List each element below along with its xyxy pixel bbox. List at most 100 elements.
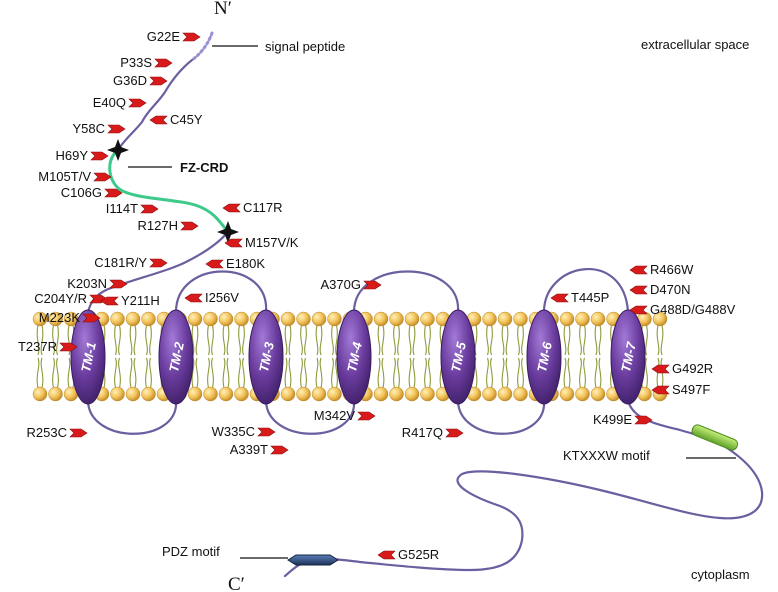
lipid-tail-lower bbox=[579, 357, 586, 389]
mutation-label: G488D/G488V bbox=[650, 302, 736, 317]
mutation-label: W335C bbox=[211, 424, 255, 439]
mutation-label: P33S bbox=[120, 55, 152, 70]
mutation-arrow bbox=[634, 415, 653, 425]
lipid-tail-upper bbox=[563, 324, 571, 356]
tm-helix bbox=[158, 309, 194, 405]
ktxxxw-motif-box bbox=[691, 424, 739, 451]
loop-tm2-tm3-extracellular bbox=[174, 270, 268, 314]
mutation-label: D470N bbox=[650, 282, 691, 297]
tm-helix bbox=[440, 309, 476, 405]
lipid-tail-lower bbox=[52, 357, 59, 389]
lipid-tail-upper bbox=[222, 324, 230, 356]
lipid-head-lower bbox=[327, 386, 342, 402]
lipid-tail-upper bbox=[300, 324, 307, 356]
lipid-tail-upper bbox=[145, 324, 152, 356]
lipid-head-upper bbox=[280, 311, 296, 327]
lipid-head-upper bbox=[187, 311, 203, 327]
mutation-label: E40Q bbox=[92, 95, 126, 110]
lipid-tail-upper bbox=[579, 324, 586, 356]
mutation-label: I114T bbox=[105, 201, 138, 216]
lipid-head-lower bbox=[125, 386, 141, 402]
mutation-arrow bbox=[149, 76, 168, 86]
mutation-label: C181R/Y bbox=[94, 255, 147, 270]
lipid-head-lower bbox=[141, 386, 156, 402]
mutation-arrow bbox=[629, 285, 648, 295]
mutation-arrow bbox=[154, 58, 173, 68]
lipid-head-upper bbox=[125, 311, 141, 327]
fz-crd-label: FZ-CRD bbox=[180, 160, 229, 175]
mutation-label: T445P bbox=[571, 290, 610, 305]
lipid-head-lower bbox=[497, 386, 513, 402]
crd-stars bbox=[107, 139, 239, 243]
tm-helix bbox=[526, 309, 562, 405]
lipid-head-lower bbox=[48, 386, 63, 402]
loop-tm4-tm5-extracellular bbox=[352, 270, 460, 314]
mutation-arrow bbox=[104, 188, 123, 198]
mutation-arrow bbox=[128, 98, 147, 108]
lipid-head-upper bbox=[482, 311, 497, 327]
lipid-head-lower bbox=[296, 386, 311, 402]
mutation-label: M157V/K bbox=[245, 235, 299, 250]
lipid-head-lower bbox=[389, 386, 404, 402]
lipid-tail-lower bbox=[222, 357, 230, 389]
c-terminus-label: C′ bbox=[228, 574, 245, 592]
lipid-head-lower bbox=[203, 386, 218, 402]
mutation-label: M105T/V bbox=[38, 169, 91, 184]
mutation-arrow bbox=[90, 151, 109, 161]
lipid-head-upper bbox=[559, 311, 575, 327]
mutation-arrows bbox=[59, 32, 670, 560]
mutation-label: H69Y bbox=[55, 148, 88, 163]
mutation-label: G525R bbox=[398, 547, 440, 562]
mutation-label: A339T bbox=[229, 442, 268, 457]
lipid-tail-upper bbox=[377, 324, 385, 356]
mutation-label: C106G bbox=[60, 185, 102, 200]
mutation-arrow bbox=[149, 258, 168, 268]
lipid-head-upper bbox=[590, 311, 606, 327]
mutation-arrow bbox=[100, 296, 119, 306]
mutation-arrow bbox=[59, 342, 78, 352]
lipid-head-upper bbox=[575, 311, 590, 327]
lipid-tail-lower bbox=[501, 357, 509, 389]
mutation-arrow bbox=[363, 280, 382, 290]
lipid-tail-lower bbox=[114, 357, 121, 389]
lipid-tail-upper bbox=[424, 324, 431, 356]
mutation-arrow bbox=[180, 221, 199, 231]
mutation-label: R127H bbox=[137, 218, 178, 233]
mutation-label: R466W bbox=[650, 262, 694, 277]
lipid-tail-upper bbox=[656, 324, 664, 356]
lipid-head-upper bbox=[48, 311, 63, 327]
lipid-head-lower bbox=[590, 386, 606, 402]
lipid-head-lower bbox=[32, 386, 48, 402]
lipid-tail-lower bbox=[517, 357, 524, 389]
mutation-label: G22E bbox=[146, 29, 180, 44]
n-terminus-label: N′ bbox=[214, 0, 232, 19]
mutation-arrow bbox=[82, 313, 101, 323]
tm-label: TM-2 bbox=[166, 340, 187, 374]
lipid-tail-upper bbox=[393, 324, 400, 356]
lipid-tail-lower bbox=[284, 357, 292, 389]
tm-helix bbox=[248, 309, 284, 405]
mutation-arrow bbox=[445, 428, 464, 438]
mutation-arrow bbox=[651, 364, 670, 374]
mutation-label: T237R bbox=[17, 339, 57, 354]
tm-helix bbox=[70, 309, 106, 405]
tm-label: TM-4 bbox=[344, 340, 365, 374]
lipid-head-lower bbox=[110, 386, 125, 402]
tm-helix bbox=[336, 309, 372, 405]
lipid-tail-upper bbox=[238, 324, 245, 356]
extracellular-space-label: extracellular space bbox=[641, 37, 750, 52]
loop-tm1-tm2-intracellular bbox=[86, 398, 178, 435]
lipid-tail-lower bbox=[129, 357, 137, 389]
mutation-arrow bbox=[377, 550, 396, 560]
tm-label: TM-3 bbox=[256, 340, 277, 374]
lipid-head-upper bbox=[327, 311, 342, 327]
lipid-tail-upper bbox=[408, 324, 416, 356]
lipid-tail-lower bbox=[331, 357, 338, 389]
cytoplasm-label: cytoplasm bbox=[691, 567, 750, 582]
star-marker bbox=[107, 139, 129, 161]
lipid-head-lower bbox=[187, 386, 203, 402]
tm-label: TM-6 bbox=[534, 340, 555, 374]
mutation-arrow bbox=[270, 445, 289, 455]
lipid-tail-upper bbox=[36, 324, 44, 356]
